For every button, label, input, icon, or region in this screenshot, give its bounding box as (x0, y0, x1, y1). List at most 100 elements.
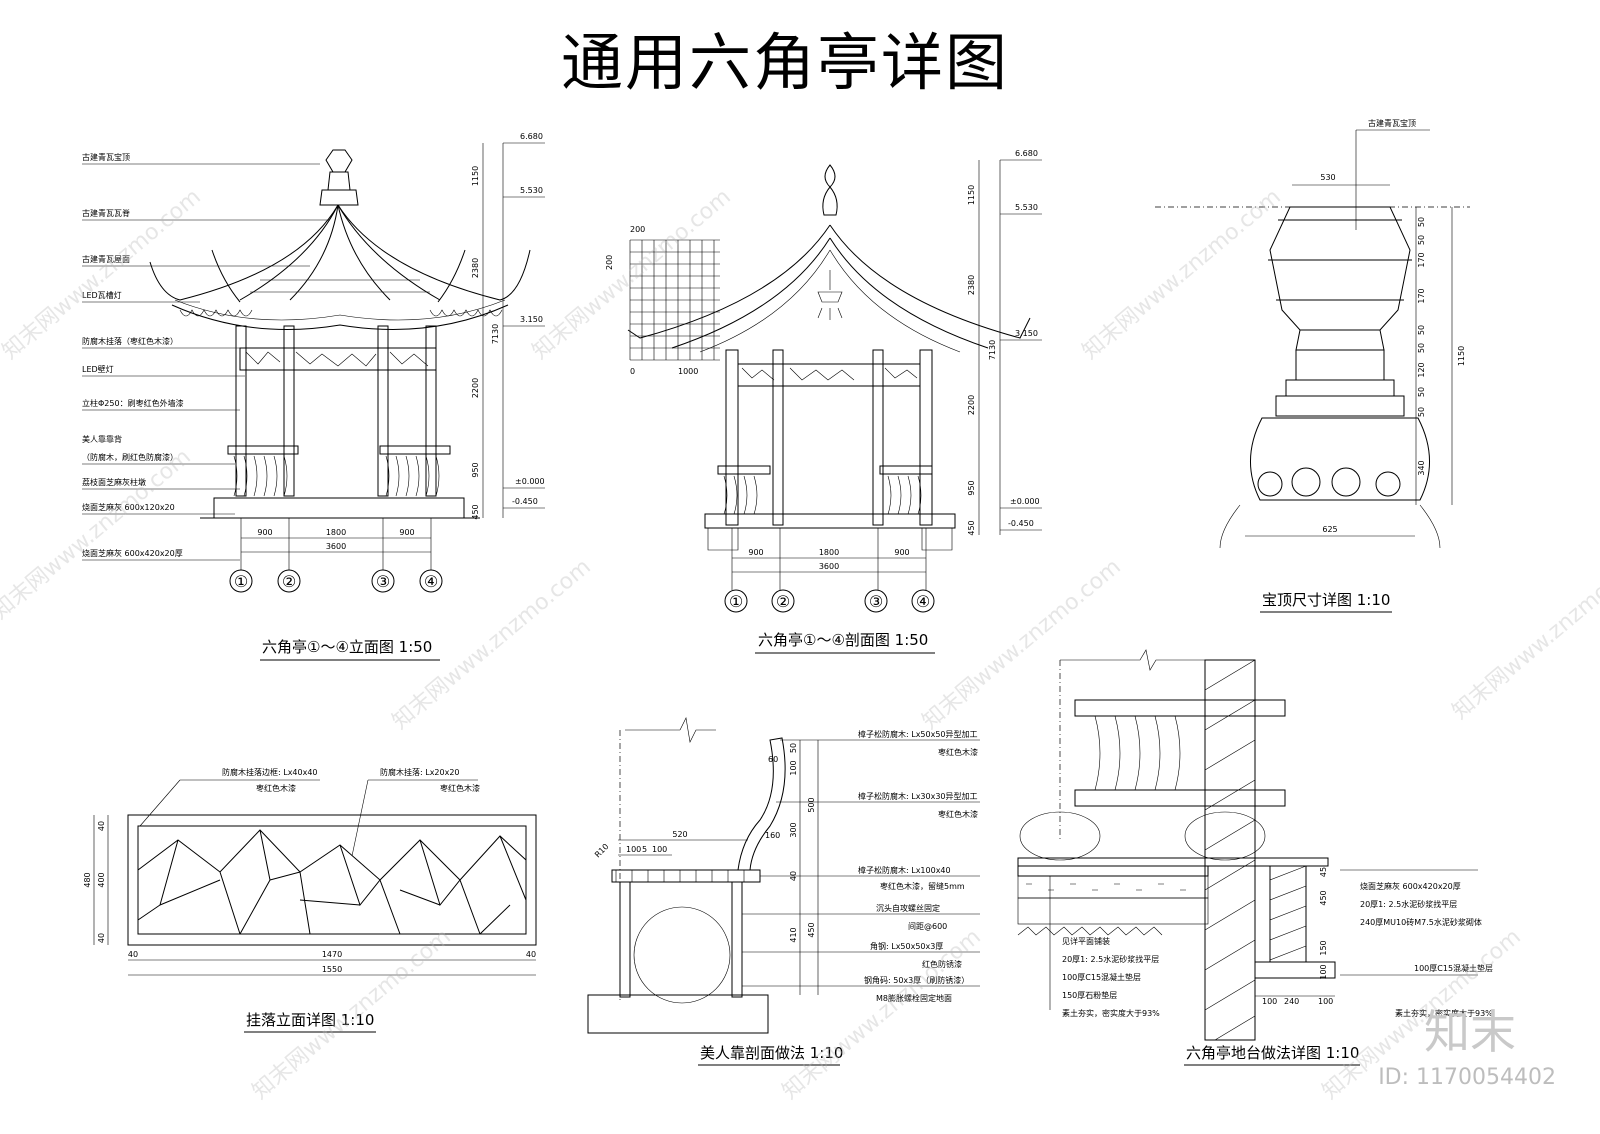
elev-vdim-4: 950 (471, 462, 480, 477)
platform-caption: 六角亭地台做法详图 1:10 (1186, 1044, 1359, 1062)
elev-label-1: 古建青瓦瓦脊 (82, 208, 130, 218)
watermark-text: 知末网www.znzmo.com (778, 924, 986, 1104)
elev-label-11: 烧面芝麻灰 600x420x20厚 (82, 548, 183, 558)
bench-dim-10: 300 (789, 822, 798, 837)
sec-vdim-5: 450 (967, 520, 976, 535)
bench-label-4: 樟子松防腐木: Lx100x40 (858, 865, 951, 875)
sec-vdim-1: 2380 (967, 275, 976, 295)
elev-label-4: 防腐木挂落（枣红色木漆） (82, 336, 178, 346)
lattice-label-right-1: 枣红色木漆 (440, 783, 480, 793)
bench-label-8: 角钢: Lx50x50x3厚 (870, 941, 943, 951)
finial-top-width: 530 (1320, 173, 1335, 182)
grid-label-1: 200 (605, 255, 614, 270)
sec-vdim-2: 7130 (988, 340, 997, 360)
watermark-text: 知末网www.znzmo.com (0, 444, 196, 624)
plat-left-0: 见详平面铺装 (1062, 936, 1110, 946)
sheet-title: 通用六角亭详图 (561, 26, 1009, 99)
bench-dim-8: 100 (789, 760, 798, 775)
plat-right-1: 20厚1: 2.5水泥砂浆找平层 (1360, 899, 1457, 909)
sec-vdim-0: 1150 (967, 185, 976, 205)
elev-hdim-2: 900 (399, 528, 414, 537)
elev-label-5: LED壁灯 (82, 364, 114, 374)
finial-vdim-8: 50 (1417, 407, 1426, 417)
sec-axis-2: ③ (869, 592, 883, 611)
bench-caption: 美人靠剖面做法 1:10 (700, 1044, 843, 1062)
sec-hdim-0: 900 (748, 548, 763, 557)
sec-hdim-1: 1800 (819, 548, 839, 557)
bench-dim-3: 100 (652, 845, 667, 854)
bench-drawing: R10 100 5 100 520 160 60 50 100 300 40 4… (587, 717, 980, 1066)
elev-axis-3: ④ (424, 572, 438, 591)
section-vdims: 1150 2380 7130 2200 950 450 6.680 5.530 … (967, 149, 1042, 536)
bench-label-0: 樟子松防腐木: Lx50x50异型加工 (858, 729, 978, 739)
finial-vdim-9: 340 (1417, 460, 1426, 475)
bench-label-7: 间距@600 (908, 922, 947, 931)
lattice-vdim-1: 400 (97, 872, 106, 887)
elev-vdim-0: 1150 (471, 166, 480, 186)
lattice-vdim-2: 40 (97, 933, 106, 943)
finial-label: 古建青瓦宝顶 (1368, 118, 1416, 128)
finial-bottom-width: 625 (1322, 525, 1337, 534)
section-caption: 六角亭①～④剖面图 1:50 (758, 631, 928, 649)
plat-right-0: 烧面芝麻灰 600x420x20厚 (1360, 881, 1461, 891)
finial-vdim-4: 50 (1417, 325, 1426, 335)
sec-level-3: ±0.000 (1010, 497, 1040, 506)
finial-vdim-1: 50 (1417, 235, 1426, 245)
finial-vdim-3: 170 (1417, 288, 1426, 303)
plat-dim-2: 150 (1319, 940, 1328, 955)
bench-dim-2: 5 (642, 845, 647, 854)
plat-left-1: 20厚1: 2.5水泥砂浆找平层 (1062, 954, 1159, 964)
sec-axis-3: ④ (916, 592, 930, 611)
plat-dim-0: 45 (1319, 867, 1328, 877)
section-drawing: 200 200 0 1000 (605, 149, 1042, 654)
elev-vdim-3: 2200 (471, 378, 480, 398)
platform-drawing: 45 450 150 100 100 240 100 见详平面铺装 20厚1: … (1017, 649, 1493, 1066)
elev-label-7: 美人靠靠背 (82, 434, 122, 444)
bench-dim-9: 500 (807, 797, 816, 812)
elevation-vdims: 1150 2380 7130 2200 950 450 6.680 5.530 … (471, 132, 545, 520)
plat-right-3: 100厚C15混凝土垫层 (1414, 963, 1493, 973)
bench-dim-1: 100 (626, 845, 641, 854)
sec-level-4: -0.450 (1008, 519, 1034, 528)
bench-label-11: M8膨胀螺栓固定地面 (876, 993, 952, 1003)
elev-level-4: -0.450 (512, 497, 538, 506)
elevation-body (200, 325, 480, 519)
lattice-vdim-0: 40 (97, 821, 106, 831)
plat-dim-6: 100 (1318, 997, 1333, 1006)
sec-level-1: 5.530 (1015, 203, 1038, 212)
bench-label-9: 红色防锈漆 (922, 959, 962, 969)
lattice-drawing: 防腐木挂落边框: Lx40x40 枣红色木漆 防腐木挂落: Lx20x20 枣红… (83, 767, 537, 1033)
finial-vdim-2: 170 (1417, 252, 1426, 267)
watermark-text: 知末网www.znzmo.com (1448, 544, 1600, 724)
section-roof (627, 164, 1031, 353)
watermark-text: 知末网www.znzmo.com (918, 554, 1126, 734)
elev-vdim-1: 2380 (471, 258, 480, 278)
plat-dim-4: 100 (1262, 997, 1277, 1006)
watermark-text: 知末网www.znzmo.com (528, 184, 736, 364)
elevation-hdims: 900 1800 900 3600 ① ② ③ ④ (229, 518, 443, 593)
elev-hdim-1: 1800 (326, 528, 346, 537)
section-grid: 200 200 0 1000 (605, 225, 720, 376)
elev-level-0: 6.680 (520, 132, 543, 141)
finial-caption: 宝顶尺寸详图 1:10 (1262, 591, 1390, 609)
sec-vdim-4: 950 (967, 480, 976, 495)
sec-level-0: 6.680 (1015, 149, 1038, 158)
plat-left-4: 素土夯实，密实度大于93% (1062, 1008, 1160, 1018)
elev-label-9: 荔枝面芝麻灰柱墩 (82, 477, 146, 487)
lattice-hdim-2: 40 (526, 950, 536, 959)
elev-level-1: 5.530 (520, 186, 543, 195)
bench-label-5: 枣红色木漆，留缝5mm (880, 881, 965, 891)
bench-dim-12: 450 (807, 922, 816, 937)
sec-hdim-2: 900 (894, 548, 909, 557)
lattice-hdim-3: 1550 (322, 965, 342, 974)
bench-label-3: 枣红色木漆 (938, 809, 978, 819)
sec-vdim-3: 2200 (967, 395, 976, 415)
elev-label-0: 古建青瓦宝顶 (82, 152, 130, 162)
elev-label-8: （防腐木，刷红色防腐漆） (82, 452, 178, 462)
plat-dim-3: 100 (1319, 964, 1328, 979)
bench-dim-5: 160 (765, 831, 780, 840)
elev-label-3: LED瓦槽灯 (82, 290, 122, 300)
finial-drawing: 古建青瓦宝顶 530 625 50 50 170 170 50 50 120 5… (1155, 118, 1470, 613)
plat-left-2: 100厚C15混凝土垫层 (1062, 972, 1141, 982)
